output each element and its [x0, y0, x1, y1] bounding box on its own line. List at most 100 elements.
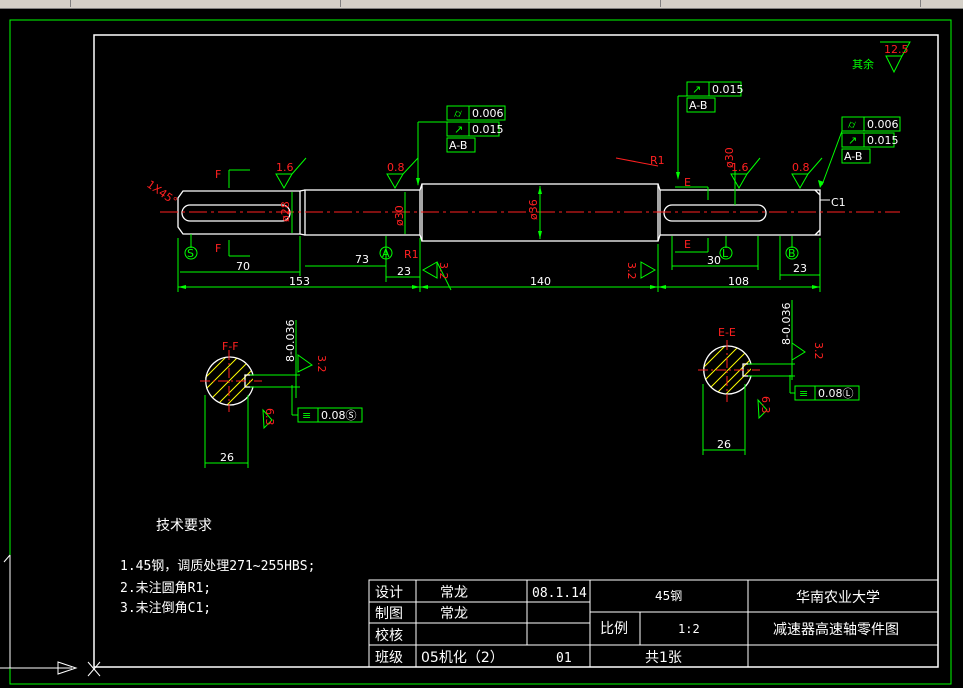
- keyway-right: [663, 204, 767, 222]
- toolbar-segment[interactable]: [660, 0, 921, 7]
- datum-a: A: [382, 247, 390, 260]
- gdt-right-runout-value: 0.015: [867, 134, 899, 147]
- tb-design-label: 设计: [375, 585, 403, 601]
- roughness-3-2-b: 3.2: [625, 262, 638, 280]
- gdt-symmetry-symbol-ff: ≡: [302, 409, 311, 422]
- tol-ff: 8-0.036: [284, 320, 297, 362]
- gdt-frames: [291, 81, 901, 423]
- dimension-lines: [177, 169, 821, 292]
- dim-73: 73: [355, 253, 369, 266]
- gdt-left-runout-value: 0.015: [472, 123, 504, 136]
- gdt-mid-runout-value: 0.015: [712, 83, 744, 96]
- tb-draw-label: 制图: [375, 606, 403, 622]
- roughness-other-label: 其余: [852, 57, 874, 71]
- dim-26-ee: 26: [717, 438, 731, 451]
- gdt-cyl-symbol-left: ⌭: [454, 107, 462, 120]
- gdt-left-datum: A-B: [449, 139, 467, 152]
- dim-dia28: ø28: [279, 201, 292, 222]
- dim-26-ff: 26: [220, 451, 234, 464]
- tb-class-label: 班级: [375, 650, 403, 666]
- datum-b: B: [788, 247, 796, 260]
- gdt-right-datum: A-B: [844, 150, 862, 163]
- tb-school: 华南农业大学: [796, 590, 880, 606]
- roughness-3-2-a: 3.2: [437, 262, 450, 280]
- roughness-1-6-left: 1.6: [276, 161, 294, 174]
- tb-scale-label: 比例: [600, 621, 628, 637]
- keyway-left: [181, 204, 291, 222]
- tb-drawing-name: 减速器高速轴零件图: [773, 621, 899, 638]
- section-mark-f-bottom: F: [215, 242, 221, 255]
- gdt-leader-arrows: [416, 172, 824, 188]
- gdt-runout-symbol-mid: ↗: [692, 83, 701, 96]
- dim-dia36: ø36: [527, 199, 540, 220]
- toolbar-segment[interactable]: [0, 0, 71, 7]
- gdt-sym-ff-value: 0.08Ⓢ: [321, 409, 357, 422]
- section-mark-e-top: E: [684, 176, 691, 189]
- title-block: [368, 579, 939, 668]
- tech-req-item: 3.未注倒角C1;: [120, 601, 211, 616]
- dim-23-right: 23: [793, 262, 807, 275]
- dim-108: 108: [728, 275, 749, 288]
- gdt-right-cyl-value: 0.006: [867, 118, 899, 131]
- gdt-cyl-symbol-right: ⌭: [848, 118, 856, 131]
- section-ff-title: F-F: [222, 340, 239, 353]
- fillet-label-2: R1: [404, 248, 419, 261]
- dim-dia30-left: ø30: [393, 205, 406, 226]
- dim-dia30-right: ø30: [723, 147, 736, 168]
- dim-23-left: 23: [397, 265, 411, 278]
- datum-s: S: [187, 247, 194, 260]
- gdt-runout-symbol-right: ↗: [848, 134, 857, 147]
- tb-date: 08.1.14: [532, 586, 587, 601]
- toolbar-segment[interactable]: [70, 0, 341, 7]
- roughness-6-3-ee: 6.3: [759, 396, 772, 414]
- tb-design-name: 常龙: [440, 585, 468, 601]
- tb-material: 45钢: [655, 589, 682, 603]
- chamfer-label: 1X45°: [144, 178, 179, 208]
- crosshair-icon: [87, 661, 101, 677]
- roughness-6-3-ff: 6.3: [263, 408, 276, 426]
- fillet-leader: [615, 157, 659, 167]
- ucs-x-arrow-icon: [0, 661, 78, 675]
- gdt-symmetry-symbol-ee: ≡: [799, 387, 808, 400]
- roughness-3-2-ee: 3.2: [812, 342, 825, 360]
- dim-70: 70: [236, 260, 250, 273]
- tb-draw-name: 常龙: [440, 606, 468, 622]
- dim-153: 153: [289, 275, 310, 288]
- dim-140: 140: [530, 275, 551, 288]
- dim-30: 30: [707, 254, 721, 267]
- ucs-y-axis-icon: [3, 554, 11, 668]
- roughness-other-value: 12.5: [884, 43, 909, 56]
- section-view-ff: [200, 320, 300, 468]
- chamfer-c1-label: C1: [831, 196, 846, 209]
- gdt-sym-ee-value: 0.08Ⓛ: [818, 387, 854, 400]
- section-mark-e-bottom: E: [684, 238, 691, 251]
- toolbar-strip: [0, 0, 963, 9]
- section-ee-title: E-E: [718, 326, 736, 339]
- tb-scale-value: 1:2: [678, 622, 700, 636]
- roughness-0-8-right: 0.8: [792, 161, 810, 174]
- tech-req-item: 2.未注圆角R1;: [120, 581, 211, 596]
- section-view-ee: [698, 300, 795, 455]
- tb-sheets: 共1张: [645, 650, 682, 666]
- roughness-3-2-ff: 3.2: [315, 355, 328, 373]
- roughness-symbols: [262, 41, 911, 430]
- tb-class-no: 01: [556, 651, 572, 666]
- tol-ee: 8-0.036: [780, 303, 793, 345]
- fillet-label: R1: [650, 154, 665, 167]
- dimension-arrows: [178, 186, 820, 289]
- gdt-mid-datum: A-B: [689, 99, 707, 112]
- section-mark-f-top: F: [215, 168, 221, 181]
- gdt-runout-symbol-left: ↗: [454, 123, 463, 136]
- toolbar-segment[interactable]: [340, 0, 661, 7]
- tb-check-label: 校核: [375, 627, 403, 644]
- tech-req-item: 1.45钢，调质处理271~255HBS;: [120, 559, 315, 574]
- gdt-left-cyl-value: 0.006: [472, 107, 504, 120]
- roughness-0-8-left: 0.8: [387, 161, 405, 174]
- tb-class-value: 05机化（2）: [421, 650, 504, 666]
- datum-l: L: [722, 247, 729, 260]
- outer-sheet-border: [9, 19, 952, 685]
- datum-markers: [184, 234, 799, 260]
- roughness-1-6-right: 1.6: [731, 161, 749, 174]
- tech-req-title: 技术要求: [156, 518, 212, 534]
